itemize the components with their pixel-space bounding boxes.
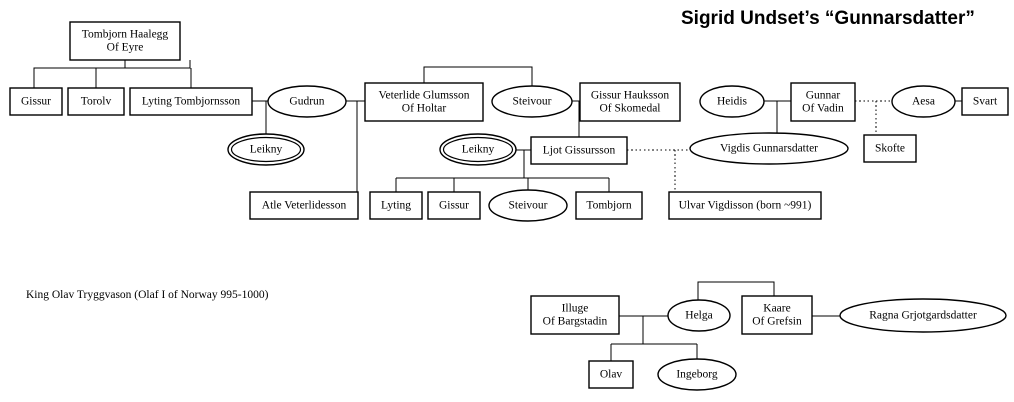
node-box xyxy=(69,21,181,61)
node-lyting-tombjornsson[interactable]: Lyting Tombjornsson xyxy=(129,87,253,116)
node-box xyxy=(364,82,484,122)
node-ellipse xyxy=(491,85,573,118)
node-label: Vigdis Gunnarsdatter xyxy=(720,142,818,154)
node-label: Leikny xyxy=(462,143,495,155)
node-box xyxy=(588,360,634,389)
node-ljot-gissursson[interactable]: Ljot Gissursson xyxy=(530,136,628,165)
node-gissur-child[interactable]: Gissur xyxy=(427,191,481,220)
node-box xyxy=(579,82,681,122)
node-ellipse xyxy=(667,299,731,332)
node-label: Gissur xyxy=(439,199,469,211)
connector-layer xyxy=(33,60,962,361)
page-title: Sigrid Undset’s “Gunnarsdatter” xyxy=(681,8,975,29)
node-label: Ulvar Vigdisson (born ~991) xyxy=(679,199,812,211)
node-olav[interactable]: Olav xyxy=(588,360,634,389)
node-box xyxy=(249,191,359,220)
node-label: Lyting xyxy=(381,199,411,211)
link-tombjorn-to-children xyxy=(33,60,191,88)
node-ellipse xyxy=(439,133,517,166)
node-vigdis-gunnarsdatter[interactable]: Vigdis Gunnarsdatter xyxy=(689,132,849,165)
node-box xyxy=(530,295,620,335)
node-label: Tombjorn xyxy=(586,199,631,211)
node-label: Olav xyxy=(600,368,623,380)
node-helga[interactable]: Helga xyxy=(667,299,731,332)
node-label: Torolv xyxy=(81,95,112,107)
node-steivour-sister-of-veterlide[interactable]: Steivour xyxy=(491,85,573,118)
node-label: Atle Veterlidesson xyxy=(262,199,347,211)
node-aesa[interactable]: Aesa xyxy=(891,85,956,118)
node-label: Lyting Tombjornsson xyxy=(142,95,241,107)
node-label: Svart xyxy=(973,95,998,107)
node-box xyxy=(790,82,856,122)
node-label: Aesa xyxy=(912,95,935,107)
node-gudrun[interactable]: Gudrun xyxy=(267,85,347,118)
node-ulvar-vigdisson[interactable]: Ulvar Vigdisson (born ~991) xyxy=(668,191,822,220)
node-ellipse-inner xyxy=(230,136,302,163)
node-box xyxy=(575,191,643,220)
node-box xyxy=(961,87,1009,116)
node-ellipse-inner xyxy=(442,136,514,163)
node-box xyxy=(530,136,628,165)
node-ellipse xyxy=(227,133,305,166)
link-helga-kaare-bracket xyxy=(697,281,775,300)
node-heidis[interactable]: Heidis xyxy=(699,85,765,118)
node-label: Gissur xyxy=(21,95,51,107)
node-gissur-son-of-tombjorn[interactable]: Gissur xyxy=(9,87,63,116)
node-label: Skofte xyxy=(875,142,905,154)
node-ingeborg[interactable]: Ingeborg xyxy=(657,358,737,391)
node-box xyxy=(741,295,813,335)
node-tombjorn-child[interactable]: Tombjorn xyxy=(575,191,643,220)
node-ellipse xyxy=(657,358,737,391)
node-ellipse xyxy=(488,189,568,222)
node-ellipse xyxy=(267,85,347,118)
node-label: Ingeborg xyxy=(676,368,718,380)
node-box xyxy=(668,191,822,220)
node-torolv[interactable]: Torolv xyxy=(67,87,125,116)
node-atle-veterlidesson[interactable]: Atle Veterlidesson xyxy=(249,191,359,220)
node-label: Leikny xyxy=(250,143,283,155)
node-box xyxy=(369,191,423,220)
node-ellipse xyxy=(891,85,956,118)
node-steivour-child[interactable]: Steivour xyxy=(488,189,568,222)
node-skofte[interactable]: Skofte xyxy=(863,134,917,163)
link-veterlide-steivour-bracket xyxy=(423,66,533,86)
node-label: Ragna Grjotgardsdatter xyxy=(869,309,977,321)
node-label: Gudrun xyxy=(289,95,324,107)
node-label: Heidis xyxy=(717,95,748,107)
king-olav-note: King Olav Tryggvason (Olaf I of Norway 9… xyxy=(26,289,269,301)
node-svart[interactable]: Svart xyxy=(961,87,1009,116)
node-box xyxy=(427,191,481,220)
node-label: Helga xyxy=(685,309,712,321)
node-leikny-wife-of-ljot[interactable]: Leikny xyxy=(439,133,517,166)
node-box xyxy=(129,87,253,116)
node-label: Steivour xyxy=(509,199,548,211)
node-label: Ljot Gissursson xyxy=(543,144,616,156)
node-label: Steivour xyxy=(513,95,552,107)
node-lyting-child[interactable]: Lyting xyxy=(369,191,423,220)
node-ellipse xyxy=(699,85,765,118)
node-leikny-daughter-of-gudrun[interactable]: Leikny xyxy=(227,133,305,166)
node-box xyxy=(9,87,63,116)
node-ragna-grjotgardsdatter[interactable]: Ragna Grjotgardsdatter xyxy=(839,298,1007,333)
node-box xyxy=(67,87,125,116)
node-ellipse xyxy=(689,132,849,165)
node-ellipse xyxy=(839,298,1007,333)
node-box xyxy=(863,134,917,163)
